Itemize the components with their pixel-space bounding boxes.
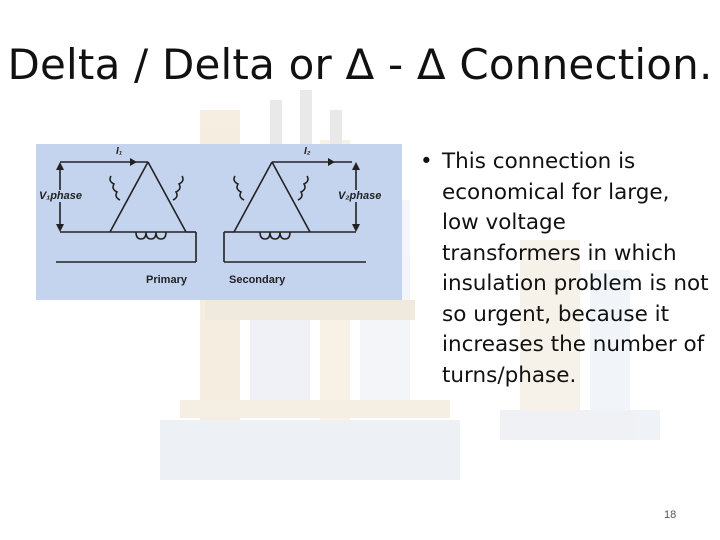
v2-phase-label: V₂phase <box>338 190 382 202</box>
slide-title: Delta / Delta or Δ - Δ Connection. <box>7 40 713 89</box>
bullet-text: This connection is economical for large,… <box>442 149 709 388</box>
i2-label: I₂ <box>304 146 311 157</box>
page-number: 18 <box>664 509 677 521</box>
secondary-label: Secondary <box>229 274 286 286</box>
primary-label: Primary <box>146 274 187 286</box>
bullet-icon: • <box>420 149 433 174</box>
v1-phase-label: V₁phase <box>39 190 83 202</box>
bullet-list: • This connection is economical for larg… <box>420 147 710 391</box>
bullet-item: • This connection is economical for larg… <box>420 147 710 391</box>
circuit-diagram <box>56 158 366 263</box>
delta-delta-diagram: I₁ I₂ V₁phase V₂phase Primary Secondary <box>36 144 402 300</box>
i1-label: I₁ <box>116 146 123 157</box>
